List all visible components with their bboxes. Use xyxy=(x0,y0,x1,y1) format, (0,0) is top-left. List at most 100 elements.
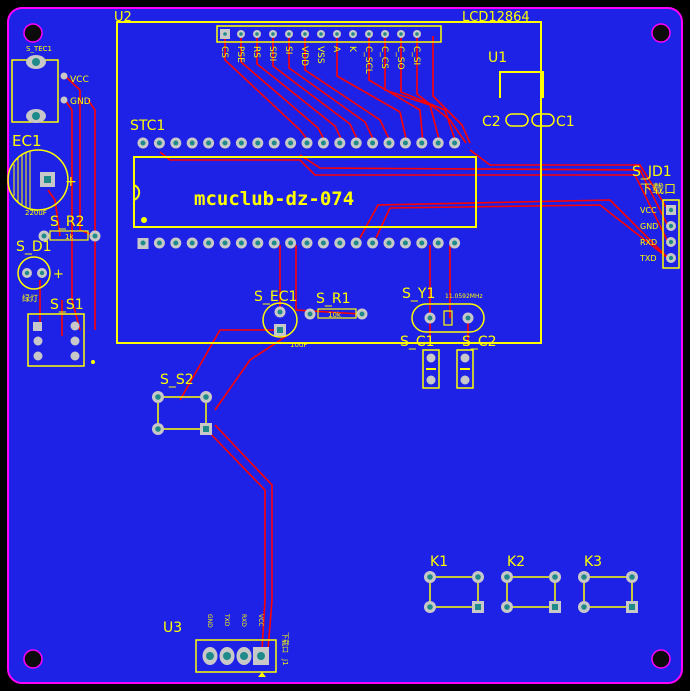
s-tec1-gnd-pad xyxy=(60,96,68,104)
s-tec1-vcc-label: VCC xyxy=(70,75,89,85)
stc1-top-pin-hole xyxy=(337,140,343,146)
s-r1-pad-1-hole xyxy=(307,311,313,317)
stc1-bottom-pin-hole xyxy=(304,240,310,246)
stc1-bottom-pin-hole xyxy=(320,240,326,246)
lcd-pin-hole xyxy=(223,32,227,36)
u3-label: U3 xyxy=(163,620,182,636)
key-pad-hole xyxy=(581,574,587,580)
stc1-top-pin-hole xyxy=(189,140,195,146)
stc1-bottom-pin-hole xyxy=(370,240,376,246)
s-r1-label: S_R1 xyxy=(316,291,351,307)
s-r2-pad-2-hole xyxy=(92,233,98,239)
s-d1-label: S_D1 xyxy=(16,239,52,255)
s-tec1-vcc-pad xyxy=(60,72,68,80)
key-pad-hole xyxy=(581,604,587,610)
s-c1-pad-2 xyxy=(426,375,436,385)
s-jd1-caption: 下载口 xyxy=(640,182,676,196)
s-r2-body xyxy=(49,230,89,241)
s-c2-label: S_C2 xyxy=(462,334,497,350)
s-y1-label: S_Y1 xyxy=(402,286,435,302)
jd1-pin-hole xyxy=(668,223,674,229)
u1-label: U1 xyxy=(488,50,507,66)
u3-pin-hole xyxy=(240,652,248,660)
stc1-top-pin-hole xyxy=(156,140,162,146)
lcd-pin-label: A xyxy=(331,46,341,53)
key-label: K3 xyxy=(584,554,602,570)
s-tec1-label: S_TEC1 xyxy=(26,45,52,53)
stc1-top-pin-hole xyxy=(255,140,261,146)
u3-pin1-marker xyxy=(258,672,266,677)
stc1-label: STC1 xyxy=(130,118,165,134)
mount-hole-top-left xyxy=(23,23,43,43)
s-d1-outline xyxy=(17,256,51,290)
key-pad-hole xyxy=(504,574,510,580)
s-tec1-pad-1-hole xyxy=(32,58,40,66)
stc1-bottom-pin-hole xyxy=(173,240,179,246)
key-pad-square-hole xyxy=(475,604,481,610)
s-r2-value: 1k xyxy=(65,233,74,241)
u1-outline xyxy=(499,71,544,98)
key-pad-hole xyxy=(427,604,433,610)
lcd-pin-hole xyxy=(303,32,307,36)
stc1-bottom-pin-hole xyxy=(156,240,162,246)
lcd-pin-hole xyxy=(383,32,387,36)
stc1-top-pin-hole xyxy=(419,140,425,146)
key-outline xyxy=(506,576,556,608)
u3-pin-label: RXD xyxy=(240,614,247,627)
s-y1-body xyxy=(443,310,453,326)
lcd-pin-hole xyxy=(399,32,403,36)
stc1-bottom-pin-hole xyxy=(288,240,294,246)
key-outline xyxy=(583,576,633,608)
stc1-top-pin-hole xyxy=(435,140,441,146)
stc1-top-pins xyxy=(137,137,461,149)
s-d1-value: 绿灯 xyxy=(22,293,38,303)
jd1-pin-label: VCC xyxy=(640,206,657,215)
s-d1-pad-2-hole xyxy=(39,270,45,276)
stc1-bottom-pin-hole xyxy=(255,240,261,246)
key-pad-hole xyxy=(504,604,510,610)
board-outline xyxy=(7,7,683,684)
stc1-top-pin-hole xyxy=(402,140,408,146)
u3-pin-hole xyxy=(206,652,214,660)
s-y1-pad-1-hole xyxy=(427,315,433,321)
jd1-pin-label: TXD xyxy=(639,254,657,263)
u3-ref-label: J1 xyxy=(281,658,289,666)
jd1-pin-hole xyxy=(668,207,674,213)
lcd-pin-hole xyxy=(255,32,259,36)
stc1-bottom-pin-hole xyxy=(402,240,408,246)
stc1-top-pin-hole xyxy=(206,140,212,146)
stc1-top-pin-hole xyxy=(238,140,244,146)
s-y1-value: 11.0592MHz xyxy=(445,293,483,300)
stc1-top-pin-hole xyxy=(140,140,146,146)
stc1-top-pin-hole xyxy=(320,140,326,146)
stc1-bottom-pin-hole xyxy=(189,240,195,246)
ec1-pad-negative-hole xyxy=(44,176,51,183)
s-c2-pad-1 xyxy=(460,353,470,363)
stc1-top-pin-hole xyxy=(173,140,179,146)
key-label: K1 xyxy=(430,554,448,570)
stc1-bottom-pin-hole xyxy=(353,240,359,246)
s-r2-pad-1-hole xyxy=(41,233,47,239)
s-s1-outline xyxy=(27,313,85,367)
s-s1-pads xyxy=(33,321,80,361)
stc1-bottom-pin-hole xyxy=(206,240,212,246)
mount-hole-top-right xyxy=(651,23,671,43)
lcd-pin-label: RS xyxy=(251,46,261,58)
s-y1-pad-2-hole xyxy=(465,315,471,321)
u2-label: U2 xyxy=(114,10,132,25)
stc1-top-pin-hole xyxy=(304,140,310,146)
key-pad-square-hole xyxy=(552,604,558,610)
jd1-pin-hole xyxy=(668,255,674,261)
s-jd1-outline xyxy=(662,199,680,269)
stc1-bottom-pin-hole xyxy=(140,240,146,246)
s-ec1-pad-2-hole xyxy=(277,327,283,333)
lcd-pin-label: K xyxy=(347,46,357,53)
ec1-value: 220uF xyxy=(25,209,47,217)
s-r2-label: S_R2 xyxy=(50,214,85,230)
stc1-outline xyxy=(133,156,477,228)
lcd-pin-hole xyxy=(367,32,371,36)
key-pad-hole xyxy=(629,574,635,580)
